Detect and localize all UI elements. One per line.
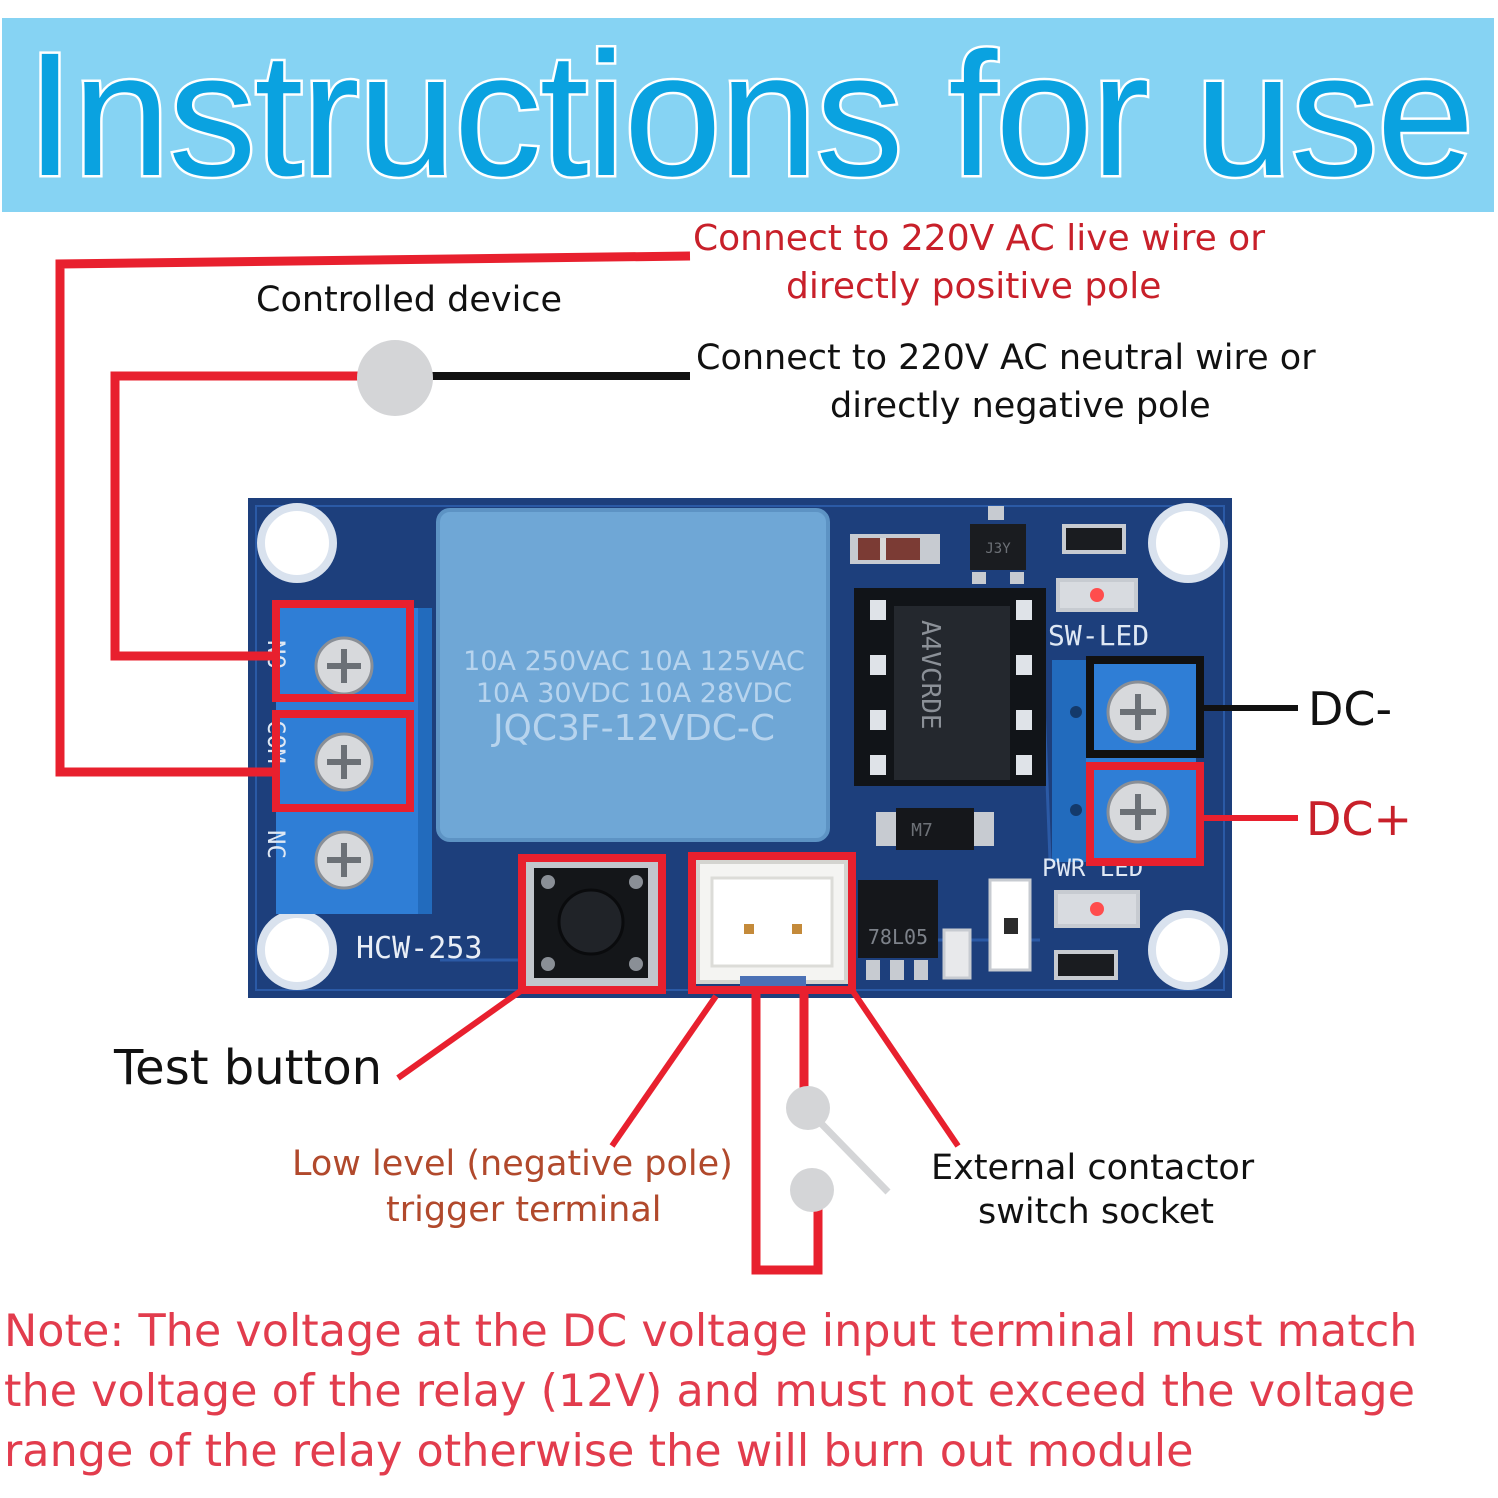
neutral-label-line2: directly negative pole (830, 386, 1211, 426)
device-wire (110, 371, 358, 661)
board-model: HCW-253 (356, 931, 482, 966)
diode-marking: M7 (911, 820, 933, 841)
note-line-2: the voltage of the relay (12V) and must … (4, 1366, 1415, 1417)
test-button-label: Test button (114, 1040, 383, 1096)
relay-module-board: 10A 250VAC 10A 125VAC 10A 30VDC 10A 28VD… (248, 498, 1232, 998)
live-label-line2: directly positive pole (786, 266, 1162, 307)
controlled-device-label: Controlled device (256, 280, 563, 320)
dc-minus-label: DC- (1308, 682, 1393, 736)
live-label-line1: Connect to 220V AC live wire or (693, 218, 1266, 259)
trigger-label-line2: trigger terminal (386, 1190, 662, 1230)
test-button[interactable] (522, 858, 660, 988)
highlight-test-button (518, 854, 666, 994)
label-nc: NC (262, 830, 290, 859)
pwr-led-icon (1090, 902, 1104, 916)
mounting-hole-top-left (257, 503, 337, 583)
label-sw-led: SW-LED (1048, 619, 1149, 652)
live-wire (55, 251, 691, 777)
switch-icon (786, 1086, 891, 1212)
ic-chip: A4VCRDE (854, 588, 1046, 786)
terminal-screw-dc-minus-icon (1106, 680, 1170, 744)
chip-marking: A4VCRDE (915, 620, 945, 730)
power-terminal-block (1052, 660, 1196, 862)
external-label-line1: External contactor (931, 1148, 1255, 1188)
external-label-line2: switch socket (978, 1192, 1215, 1232)
socket-leader (849, 988, 961, 1148)
relay-rating-2: 10A 30VDC 10A 28VDC (476, 678, 792, 709)
controlled-device-icon (357, 340, 433, 416)
capacitor (942, 928, 972, 980)
page-title: Instructions for use (23, 16, 1477, 215)
test-button-leader (396, 987, 524, 1081)
wires (55, 251, 1298, 1275)
mounting-hole-top-right (1148, 503, 1228, 583)
pwr-led (1054, 890, 1140, 928)
voltage-regulator: 78L05 (858, 880, 938, 980)
external-switch-socket[interactable] (696, 860, 848, 988)
header-banner (2, 18, 1494, 212)
mounting-hole-bottom-right (1148, 910, 1228, 990)
highlight-boxes (272, 600, 1204, 994)
highlight-com (272, 710, 414, 812)
relay: 10A 250VAC 10A 125VAC 10A 30VDC 10A 28VD… (436, 508, 830, 842)
warning-note: Note: The voltage at the DC voltage inpu… (4, 1302, 1494, 1482)
sw-led-icon (1090, 588, 1104, 602)
highlight-socket (688, 852, 856, 994)
neutral-label-line1: Connect to 220V AC neutral wire or (696, 338, 1316, 378)
terminal-screw-dc-plus-icon (1106, 780, 1170, 844)
dc-plus-label: DC+ (1306, 792, 1413, 846)
transistor-marking: J3Y (985, 541, 1011, 557)
note-line-3: range of the relay otherwise the will bu… (4, 1426, 1194, 1477)
relay-model: JQC3F-12VDC-C (491, 708, 775, 749)
terminal-screw-nc-icon (314, 830, 374, 890)
relay-rating-1: 10A 250VAC 10A 125VAC (463, 646, 805, 677)
resistor-top (1062, 524, 1126, 554)
terminal-screw-no-icon (314, 636, 374, 696)
highlight-dc-plus (1086, 762, 1204, 866)
trigger-label-line1: Low level (negative pole) (292, 1144, 733, 1184)
terminal-screw-com-icon (314, 732, 374, 792)
smd-diode: M7 (876, 808, 994, 850)
mounting-hole-bottom-left (257, 910, 337, 990)
note-line-1: Note: The voltage at the DC voltage inpu… (4, 1306, 1418, 1357)
highlight-no (272, 600, 414, 702)
regulator-marking: 78L05 (868, 925, 928, 949)
switch-loop-wire (751, 990, 823, 1275)
resistor-bottom (1054, 950, 1118, 980)
transistor: J3Y (970, 506, 1026, 584)
diode (850, 534, 940, 564)
trigger-leader (609, 994, 719, 1148)
